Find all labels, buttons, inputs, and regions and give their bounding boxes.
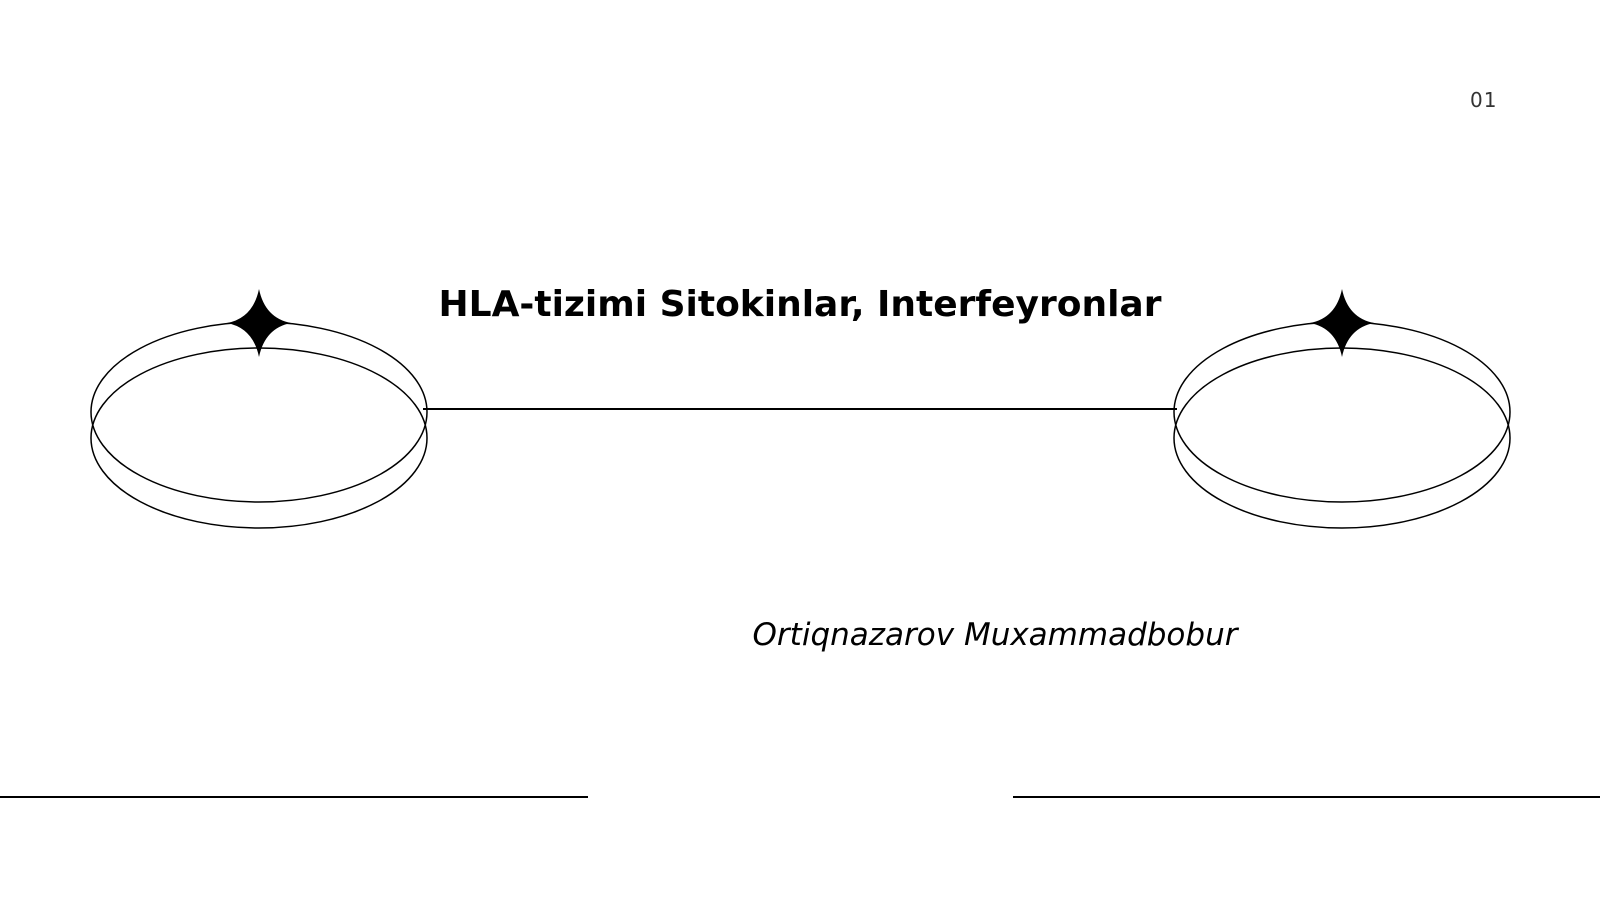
author-name: Ortiqnazarov Muxammadbobur	[752, 617, 1238, 653]
slide-title: HLA-tizimi Sitokinlar, Interfeyronlar	[438, 284, 1162, 325]
right-sparkle-icon	[1310, 289, 1374, 357]
left-sparkle-icon	[227, 289, 291, 357]
page-number: 01	[1470, 88, 1498, 112]
